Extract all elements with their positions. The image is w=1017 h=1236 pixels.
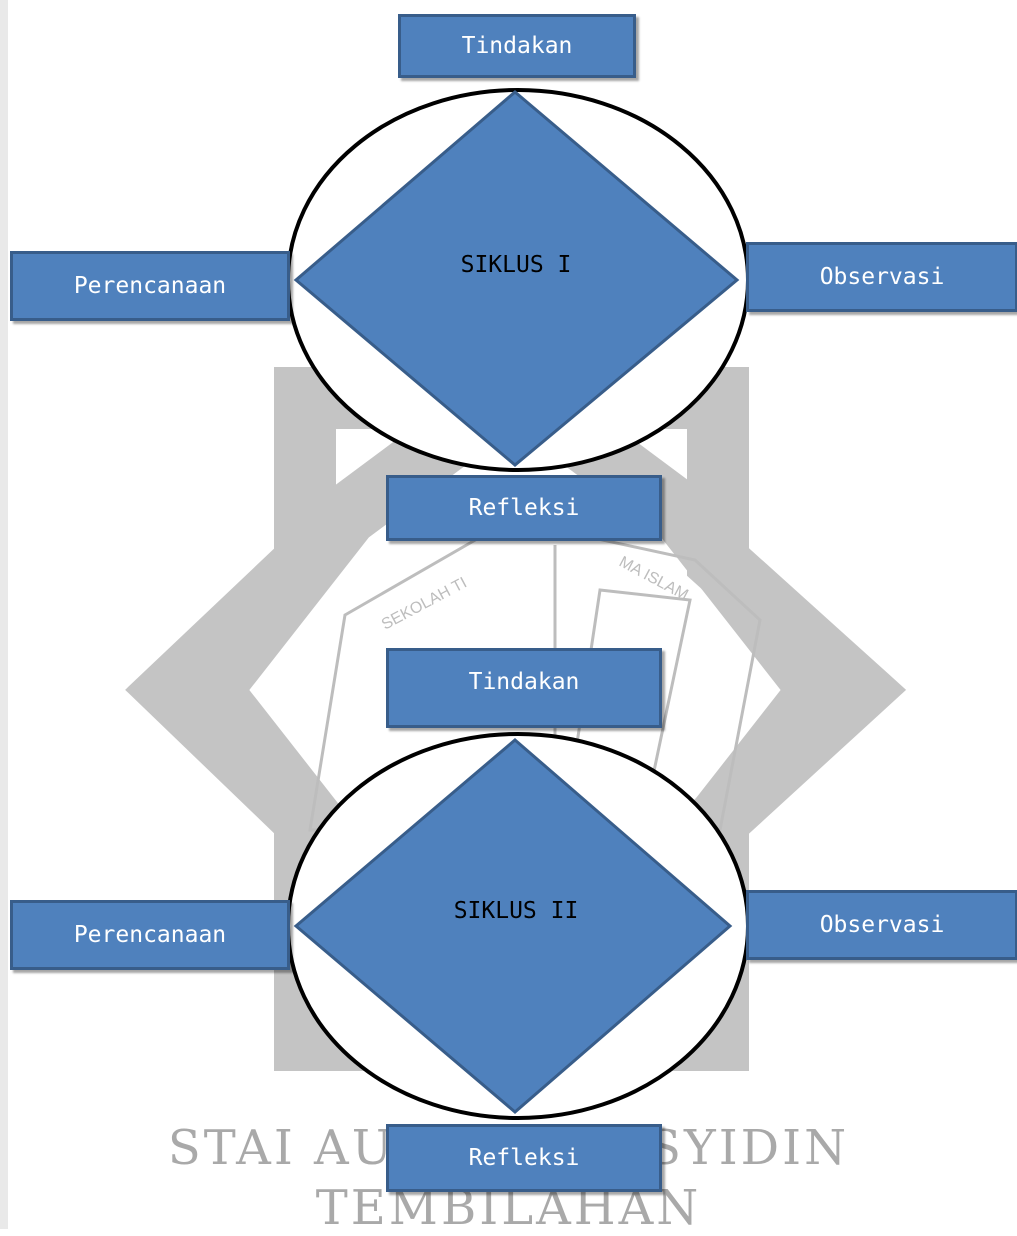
cycle-2-observasi-box: Observasi [746,890,1017,960]
cycle-1-refleksi-box: Refleksi [386,475,662,541]
cycle-2-title: SIKLUS II [453,898,579,924]
cycle-1-observasi-box: Observasi [746,242,1017,312]
cycle-2-perencanaan-box: Perencanaan [10,900,290,970]
cycle-1-shape [286,88,750,472]
cycle-2-diamond [293,738,733,1114]
cycle-1-title: SIKLUS I [460,252,572,278]
cycle-1-perencanaan-box: Perencanaan [10,251,290,321]
cycle-2-tindakan-box: Tindakan [386,648,662,728]
cycle-2-shape [286,732,750,1120]
cycle-1-diamond [293,90,740,467]
cycle-1-tindakan-box: Tindakan [398,14,636,78]
page-edge [0,0,8,1229]
cycle-2-refleksi-box: Refleksi [386,1124,662,1192]
